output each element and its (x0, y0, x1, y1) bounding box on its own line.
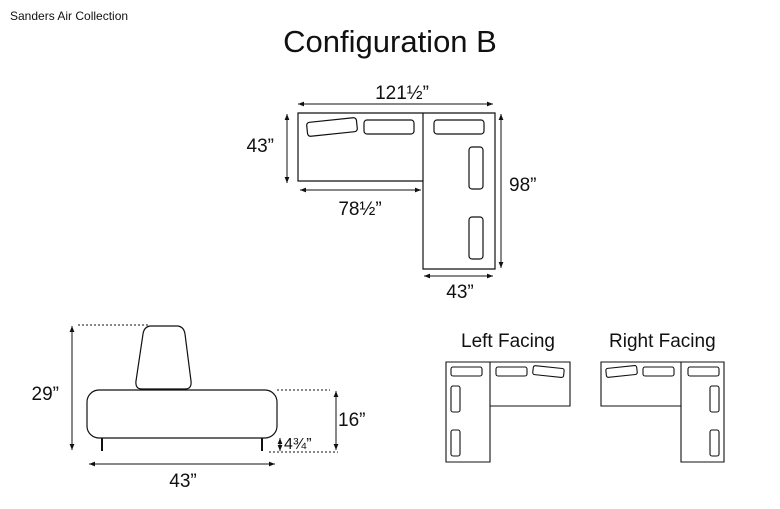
back-cushion (433, 119, 485, 135)
top-view-dimensions (284, 101, 504, 279)
cushion (687, 366, 720, 377)
sectional-top-view (297, 112, 496, 270)
side-cushion (468, 216, 484, 260)
cushion (495, 366, 528, 377)
cushion (709, 429, 720, 457)
dim-chaise-width: 43” (446, 282, 473, 303)
dim-top-width: 121½” (375, 83, 429, 104)
dim-total-height: 29” (32, 384, 59, 405)
dim-inner-length: 78½” (338, 199, 381, 220)
dim-side-depth: 43” (169, 471, 196, 492)
dim-leg-height: 4¾” (284, 436, 312, 453)
dim-left-depth: 43” (247, 136, 274, 157)
side-cushion (468, 146, 484, 190)
dim-seat-height: 16” (338, 410, 365, 431)
back-cushion (363, 119, 415, 135)
left-facing-diagram (445, 361, 571, 463)
backrest-outline (135, 325, 192, 390)
cushion (709, 385, 720, 413)
seat-base-outline (86, 389, 278, 439)
cushion (642, 366, 675, 377)
cushion (450, 366, 483, 377)
cushion (450, 385, 461, 413)
cushion (450, 429, 461, 457)
cushion (605, 364, 638, 378)
cushion (532, 365, 565, 378)
right-facing-diagram (600, 361, 725, 463)
sectional-side-view (86, 325, 278, 451)
page-title: Configuration B (283, 24, 497, 59)
dim-right-length: 98” (509, 175, 536, 196)
brand-name: Sanders Air Collection (10, 9, 129, 23)
back-cushion (306, 117, 358, 137)
right-facing-label: Right Facing (609, 331, 716, 352)
side-view-dimensions (69, 324, 339, 467)
sectional-outline (297, 112, 496, 270)
left-facing-label: Left Facing (461, 331, 555, 352)
